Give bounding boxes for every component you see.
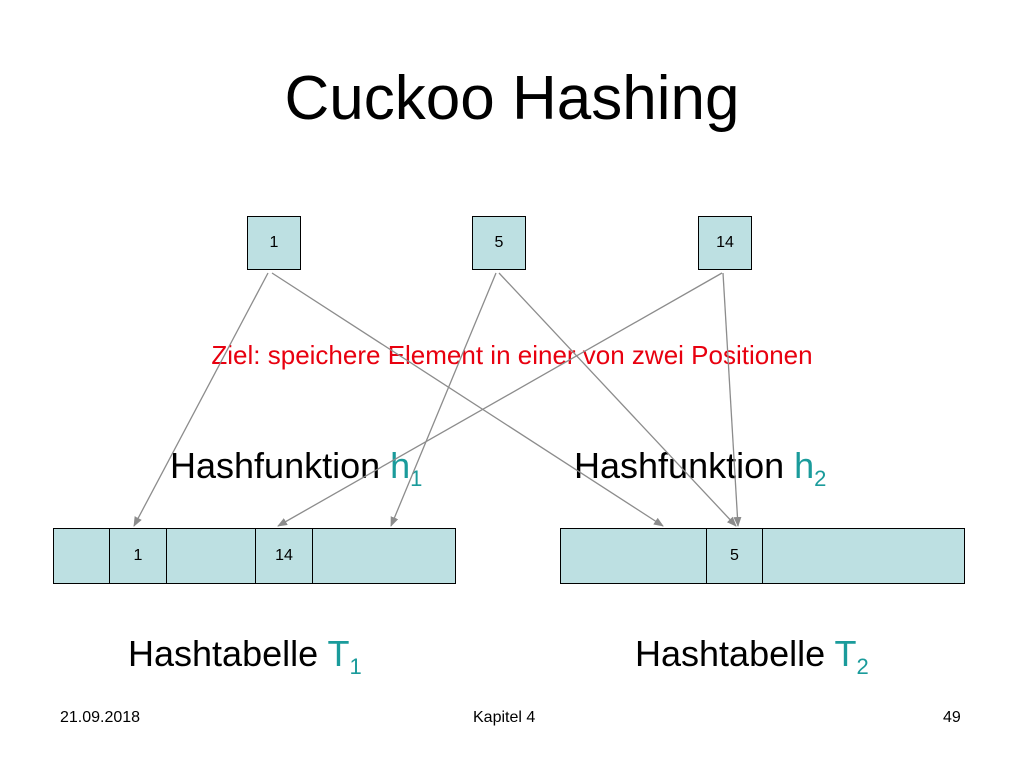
variable-subscript: 2 (856, 654, 869, 679)
hashtable-variable: T2 (834, 633, 868, 678)
table-cell (561, 529, 707, 583)
hashtable-t1: 1 14 (53, 528, 456, 584)
table-cell (763, 529, 964, 583)
hash-function-1-label: Hashfunktion h1 (170, 444, 422, 490)
table-cell: 1 (110, 529, 167, 583)
footer-page-number: 49 (943, 709, 961, 726)
element-label: 14 (716, 234, 734, 251)
hashtable-variable: T1 (327, 633, 361, 678)
table-cell (167, 529, 256, 583)
element-label: 5 (494, 234, 504, 251)
hash-function-2-label: Hashfunktion h2 (574, 444, 826, 490)
arrow-14-to-t2 (722, 272, 742, 527)
hashtable-t1-label: Hashtabelle T1 (128, 632, 362, 678)
footer-chapter: Kapitel 4 (473, 709, 536, 726)
element-box-5: 5 (472, 216, 526, 270)
hash-function-variable: h2 (794, 445, 826, 490)
table-cell (313, 529, 455, 583)
table-cell (54, 529, 110, 583)
variable-letter: T (834, 633, 857, 674)
arrow-5-to-t2 (498, 272, 737, 527)
goal-text: Ziel: speichere Element in einer von zwe… (211, 340, 813, 370)
arrow-5-to-t1 (390, 272, 497, 527)
element-label: 1 (269, 234, 279, 251)
variable-subscript: 1 (410, 466, 423, 491)
table-cell: 5 (707, 529, 763, 583)
variable-letter: h (794, 445, 815, 486)
element-box-1: 1 (247, 216, 301, 270)
hashtable-name: Hashtabelle (128, 633, 328, 674)
hashtable-t2-label: Hashtabelle T2 (635, 632, 869, 678)
variable-subscript: 1 (349, 654, 362, 679)
variable-subscript: 2 (814, 466, 827, 491)
footer-date: 21.09.2018 (60, 709, 141, 726)
slide-title: Cuckoo Hashing (284, 64, 740, 133)
hash-function-name: Hashfunktion (574, 445, 795, 486)
hashtable-name: Hashtabelle (635, 633, 835, 674)
hash-function-name: Hashfunktion (170, 445, 391, 486)
variable-letter: h (390, 445, 411, 486)
arrow-1-to-t1 (133, 272, 269, 527)
hash-function-variable: h1 (390, 445, 422, 490)
hashtable-t2: 5 (560, 528, 965, 584)
variable-letter: T (327, 633, 350, 674)
element-box-14: 14 (698, 216, 752, 270)
arrow-1-to-t2 (271, 272, 664, 527)
arrow-14-to-t1 (277, 272, 723, 527)
table-cell: 14 (256, 529, 313, 583)
